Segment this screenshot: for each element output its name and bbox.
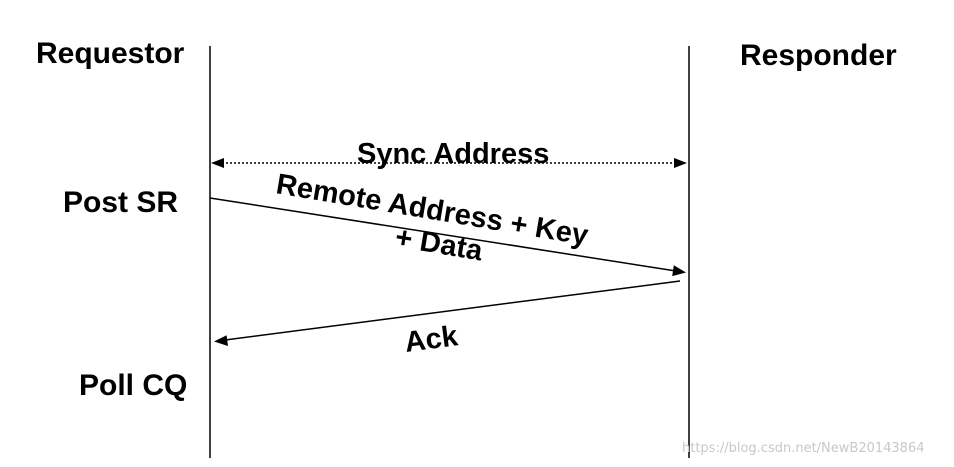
post-sr-label: Post SR [63,186,178,219]
sync-address-label: Sync Address [357,138,549,170]
watermark-text: https://blog.csdn.net/NewB20143864 [682,441,925,456]
ack-arrowhead [214,335,228,346]
ack-arrow-line [224,280,681,341]
responder-title: Responder [740,39,897,72]
sync-arrowhead-left [211,158,224,168]
ack-label: Ack [403,320,461,359]
sync-arrowhead-right [674,158,687,168]
remote-arrow-line [209,197,677,272]
requestor-title: Requestor [36,37,185,70]
poll-cq-label: Poll CQ [79,369,187,402]
remote-arrowhead [672,265,686,277]
